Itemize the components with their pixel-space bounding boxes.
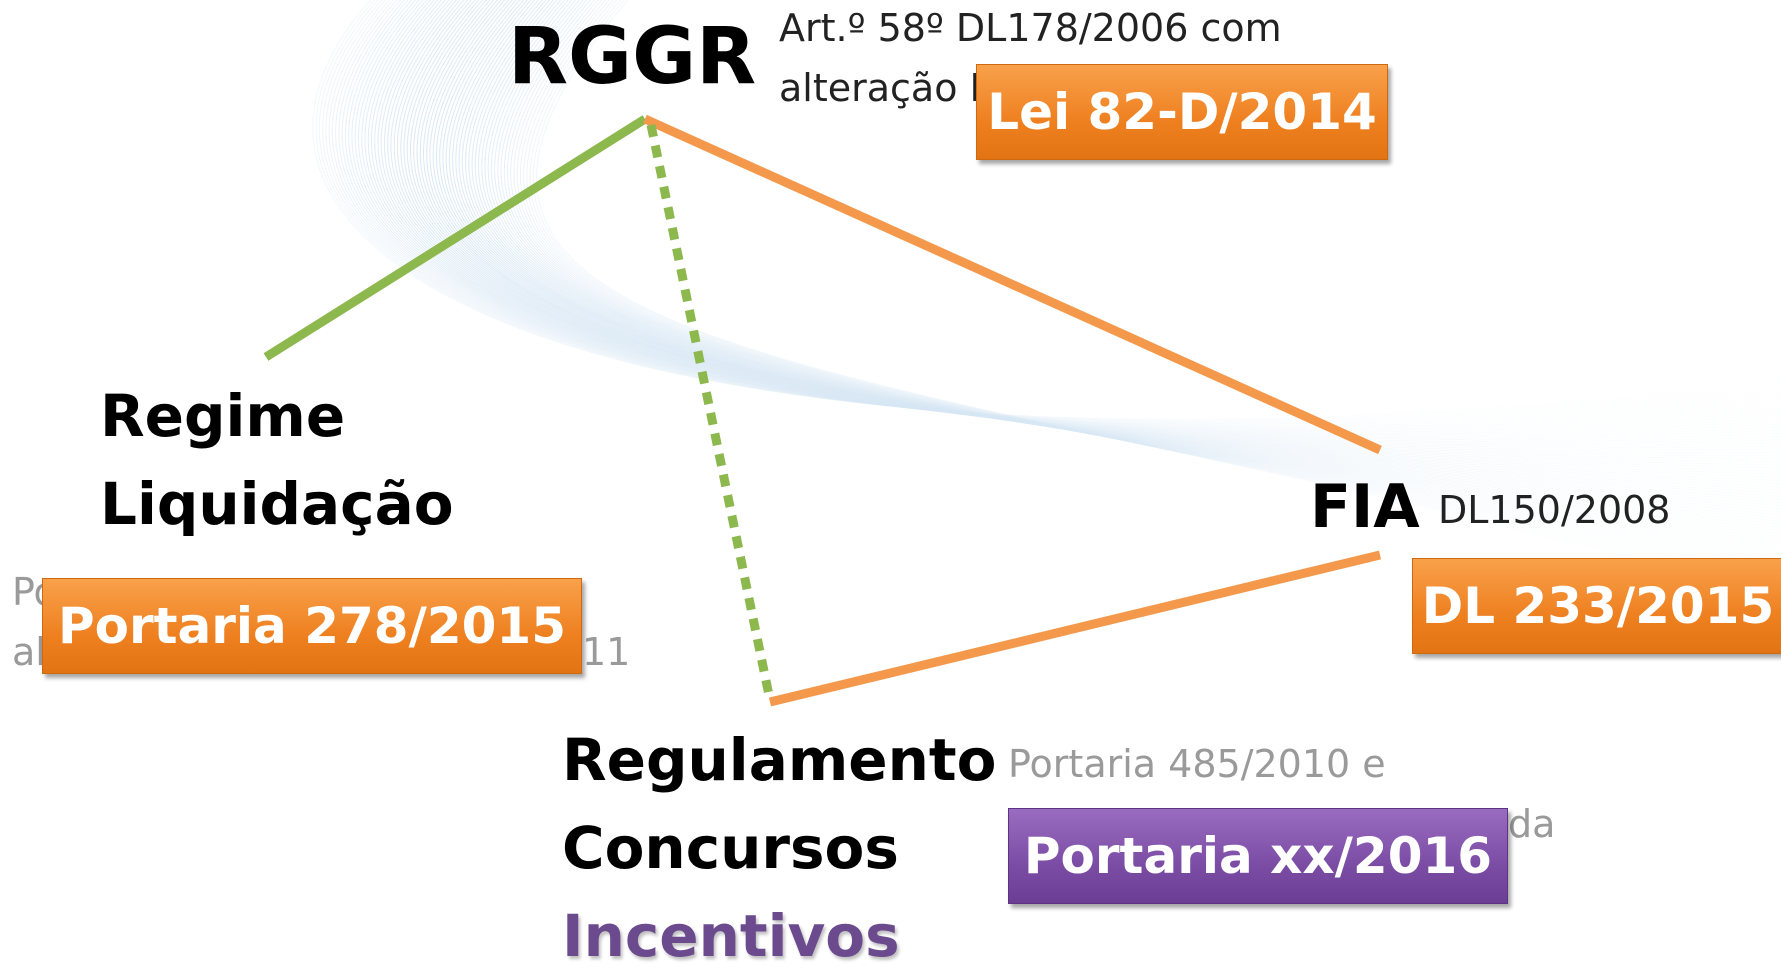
- line-regime-rggr: [263, 115, 648, 361]
- regulamento-title-line1: Regulamento: [562, 726, 997, 794]
- regime-faded-note-right: 11: [582, 630, 631, 674]
- regulamento-title-line2: Concursos: [562, 814, 899, 882]
- regime-title-line2: Liquidação: [100, 470, 454, 538]
- line-rggr-fia: [643, 114, 1382, 455]
- line-regulamento-fia: [768, 550, 1382, 707]
- fia-note: DL150/2008: [1438, 488, 1671, 532]
- regime-law-badge: Portaria 278/2015: [42, 578, 582, 674]
- regulamento-title-line3: Incentivos: [562, 902, 900, 970]
- rggr-note-line1: Art.º 58º DL178/2006 com: [779, 6, 1282, 50]
- fia-title: FIA: [1310, 472, 1420, 542]
- rggr-law-badge: Lei 82-D/2014: [976, 64, 1388, 160]
- rggr-title: RGGR: [508, 12, 757, 102]
- rggr-note-line2: alteração L: [779, 66, 991, 110]
- line-rggr-regulamento-dotted: [646, 124, 775, 701]
- regime-faded-note-bottom: al: [12, 630, 46, 674]
- regulamento-faded-note-right: da: [1508, 802, 1556, 846]
- regulamento-law-badge: Portaria xx/2016: [1008, 808, 1508, 904]
- fia-law-badge: DL 233/2015: [1412, 558, 1781, 654]
- regulamento-faded-note: Portaria 485/2010 e: [1008, 742, 1386, 786]
- regime-title-line1: Regime: [100, 382, 346, 450]
